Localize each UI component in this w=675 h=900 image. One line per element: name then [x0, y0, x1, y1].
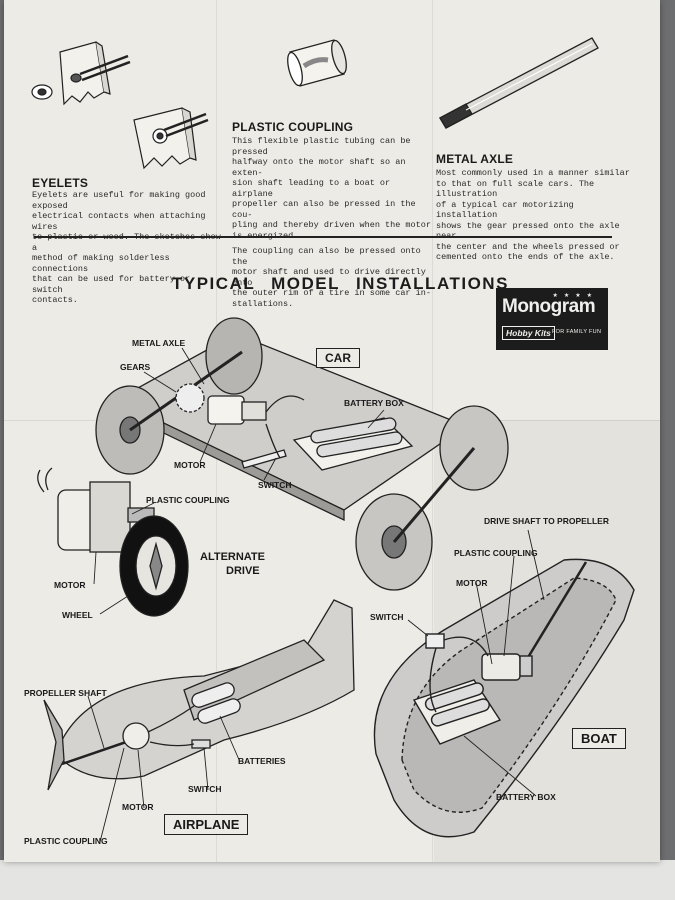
- alternate-drive-title-2: DRIVE: [226, 565, 260, 577]
- text-line: pling and thereby driven when the motor: [232, 220, 431, 230]
- car-box-label: CAR: [316, 348, 360, 368]
- text-line: propeller can also be pressed in the cou…: [232, 199, 416, 220]
- boat-switch-label: SWITCH: [370, 612, 404, 622]
- gears-label: GEARS: [120, 362, 151, 372]
- text-line: This flexible plastic tubing can be pres…: [232, 136, 411, 157]
- eyelet-sketch-top: [31, 41, 131, 106]
- alt-plastic-coupling-label: PLASTIC COUPLING: [146, 495, 230, 505]
- leader-lines: [87, 347, 545, 843]
- text-line: the center and the wheels pressed or: [436, 241, 620, 252]
- battery-box-label: BATTERY BOX: [344, 398, 404, 408]
- drive-shaft-label: DRIVE SHAFT TO PROPELLER: [484, 516, 609, 526]
- text-line: Eyelets are useful for making good expos…: [32, 190, 206, 211]
- logo-brand: Monogram: [502, 296, 596, 317]
- boat-box-label: BOAT: [572, 728, 626, 749]
- text-line: shows the gear pressed onto the axle nea…: [436, 220, 620, 242]
- logo-slogan: FOR FAMILY FUN: [552, 329, 602, 335]
- logo-stars: ★★★★: [552, 293, 598, 299]
- alt-motor-label: MOTOR: [54, 580, 86, 590]
- text-line: cemented onto the ends of the axle.: [436, 252, 615, 262]
- car-switch-label: SWITCH: [258, 480, 292, 490]
- airplane-motor-label: MOTOR: [122, 802, 154, 812]
- text-line: to that on full scale cars. The illustra…: [436, 178, 595, 200]
- text-line: of a typical car motorizing installation: [436, 199, 574, 221]
- alternate-drive-illustration: [37, 467, 189, 617]
- desk-surface: [0, 860, 675, 900]
- text-line: method of making solderless connections: [32, 253, 170, 274]
- boat-battery-box-label: BATTERY BOX: [496, 792, 556, 802]
- illustrations: [31, 37, 635, 843]
- text-line: electrical contacts when attaching wires: [32, 211, 206, 232]
- airplane-plastic-coupling-label: PLASTIC COUPLING: [24, 836, 108, 846]
- boat-illustration: [373, 558, 635, 838]
- metal-axle-label: METAL AXLE: [132, 338, 186, 348]
- batteries-label: BATTERIES: [238, 756, 286, 766]
- text-line: motor shaft and used to drive directly o…: [232, 267, 426, 288]
- metal-axle-heading: METAL AXLE: [436, 152, 514, 166]
- wheel-label: WHEEL: [62, 610, 93, 620]
- boat-motor-label: MOTOR: [456, 578, 488, 588]
- logo-tagline: Hobby Kits: [502, 326, 555, 340]
- car-illustration: [95, 317, 509, 591]
- alternate-drive-title-1: ALTERNATE: [200, 551, 265, 563]
- plastic-coupling-heading: PLASTIC COUPLING: [232, 120, 354, 134]
- propeller-shaft-label: PROPELLER SHAFT: [24, 688, 107, 698]
- monogram-logo: ★★★★ Monogram Hobby Kits FOR FAMILY FUN: [496, 288, 608, 350]
- plastic-coupling-description: This flexible plastic tubing can be pres…: [232, 136, 432, 309]
- text-line: Most commonly used in a manner similar: [436, 168, 630, 178]
- text-line: is energized.: [232, 231, 432, 242]
- eyelet-sketch-bottom: [133, 107, 209, 170]
- page-title: TYPICAL MODEL INSTALLATIONS: [172, 274, 509, 293]
- text-line: that can be used for battery or switch: [32, 274, 191, 295]
- coupling-tube-sketch: [287, 39, 347, 87]
- text-line: the outer rim of a tire in some car in-: [232, 288, 431, 298]
- car-motor-label: MOTOR: [174, 460, 206, 470]
- eyelets-heading: EYELETS: [32, 176, 89, 190]
- text-line: The coupling can also be pressed onto th…: [232, 246, 421, 267]
- text-line: sion shaft leading to a boat or airplane: [232, 178, 391, 199]
- section-divider: [34, 236, 612, 238]
- metal-axle-sketch: [439, 37, 599, 129]
- boat-plastic-coupling-label: PLASTIC COUPLING: [454, 548, 538, 558]
- airplane-box-label: AIRPLANE: [164, 814, 249, 835]
- instruction-sheet: EYELETS Eyelets are useful for making go…: [4, 0, 660, 862]
- text-line: stallations.: [232, 298, 294, 309]
- text-line: halfway onto the motor shaft so an exten…: [232, 157, 406, 178]
- text-line: contacts.: [32, 295, 78, 305]
- airplane-switch-label: SWITCH: [188, 784, 222, 794]
- airplane-illustration: [43, 599, 355, 791]
